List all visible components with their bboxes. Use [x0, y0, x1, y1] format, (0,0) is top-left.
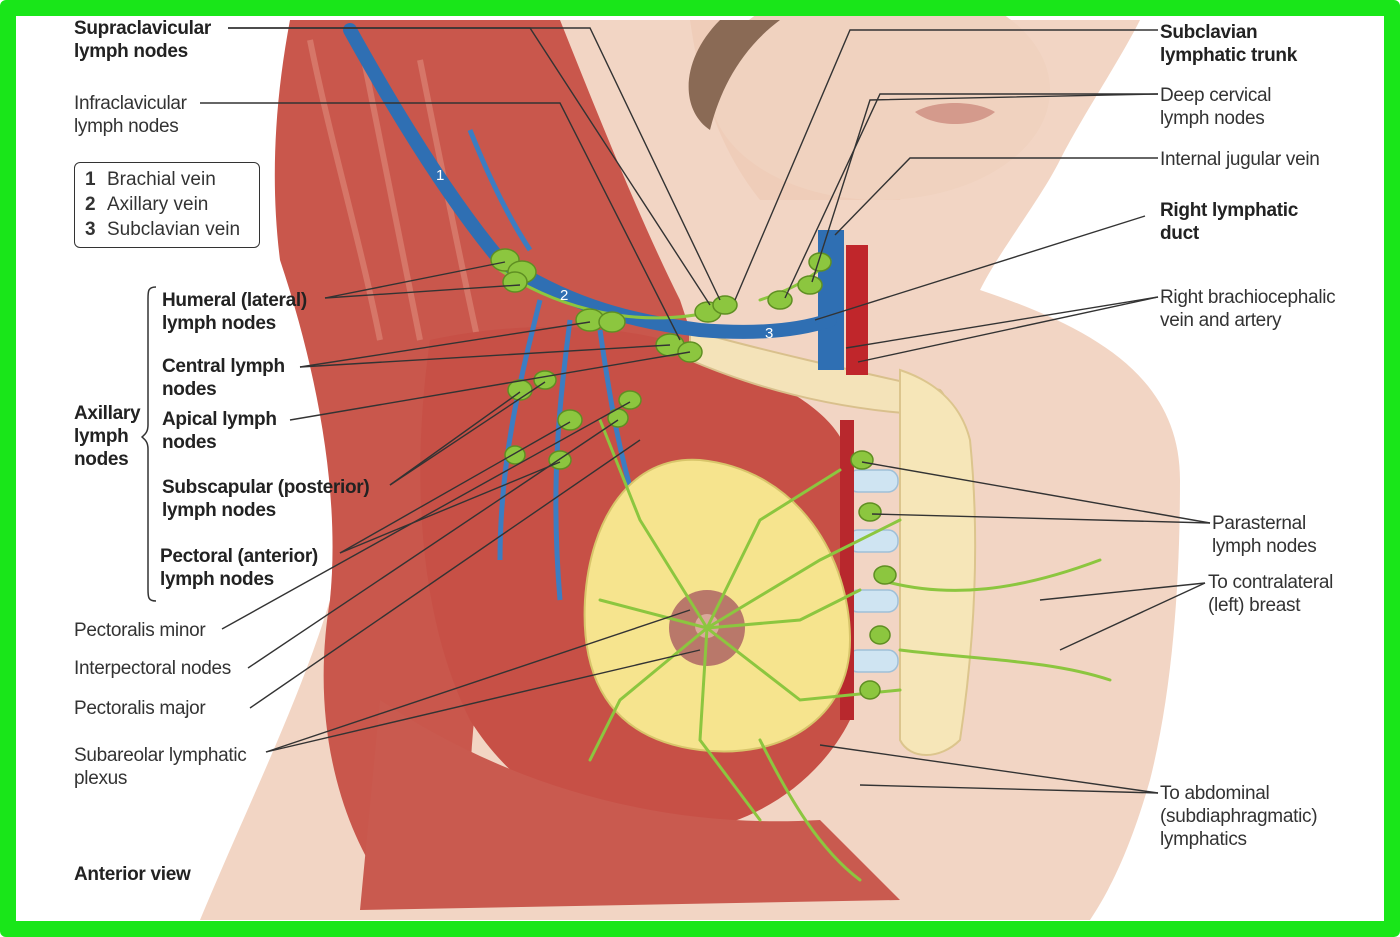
label-contralateral: To contralateral(left) breast — [1208, 571, 1333, 617]
label-anterior-view: Anterior view — [74, 863, 190, 886]
label-interpectoral: Interpectoral nodes — [74, 657, 231, 680]
label-pectoral: Pectoral (anterior)lymph nodes — [160, 545, 318, 591]
label-humeral: Humeral (lateral)lymph nodes — [162, 289, 307, 335]
label-pectoralis-minor: Pectoralis minor — [74, 619, 205, 642]
axillary-bracket — [140, 285, 160, 605]
label-pectoralis-major: Pectoralis major — [74, 697, 205, 720]
label-abdominal: To abdominal(subdiaphragmatic)lymphatics — [1160, 782, 1317, 851]
label-subscapular: Subscapular (posterior)lymph nodes — [162, 476, 369, 522]
label-internal-jugular: Internal jugular vein — [1160, 148, 1320, 171]
